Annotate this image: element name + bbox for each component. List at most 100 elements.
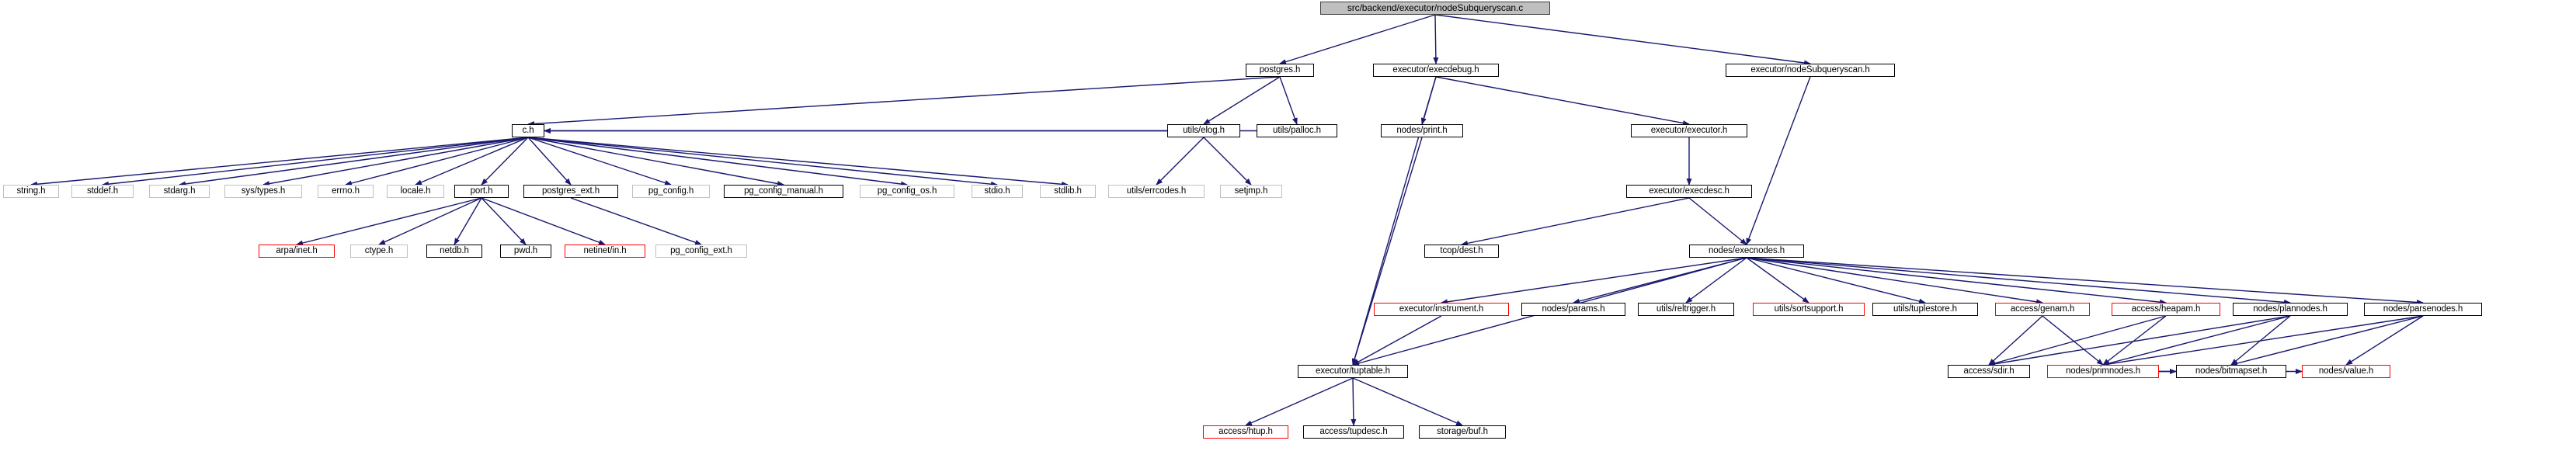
graph-node-executor-tuptable-h[interactable]: executor/tuptable.h [1298, 365, 1408, 378]
graph-node-utils-elog-h[interactable]: utils/elog.h [1167, 124, 1240, 137]
graph-edge [1988, 315, 2291, 367]
graph-edge [1988, 315, 2043, 366]
graph-node-sys-types-h[interactable]: sys/types.h [224, 185, 302, 198]
graph-node-nodes-print-h[interactable]: nodes/print.h [1381, 124, 1463, 137]
graph-edge [2102, 315, 2291, 366]
graph-node-port-h[interactable]: port.h [454, 185, 509, 198]
graph-edge [527, 137, 998, 187]
graph-edge [1351, 137, 1423, 366]
graph-node-nodes-plannodes-h[interactable]: nodes/plannodes.h [2233, 303, 2348, 316]
graph-node-arpa-inet-h[interactable]: arpa/inet.h [259, 245, 335, 258]
graph-edge [262, 137, 529, 187]
graph-edge [1441, 257, 1747, 305]
graph-edge [2102, 315, 2424, 367]
graph-edge [1279, 76, 1298, 125]
graph-node-nodes-parsenodes-h[interactable]: nodes/parsenodes.h [2364, 303, 2482, 316]
graph-node-executor-instrument-h[interactable]: executor/instrument.h [1374, 303, 1509, 316]
graph-edge [378, 197, 482, 245]
graph-node-tcop-dest-h[interactable]: tcop/dest.h [1424, 245, 1499, 258]
graph-node-executor-execdebug-h[interactable]: executor/execdebug.h [1373, 64, 1499, 77]
graph-node-string-h[interactable]: string.h [3, 185, 59, 198]
graph-edge [527, 137, 784, 186]
graph-edge [1988, 315, 2167, 366]
graph-node-stddef-h[interactable]: stddef.h [71, 185, 134, 198]
graph-node-pg-config-manual-h[interactable]: pg_config_manual.h [724, 185, 843, 198]
graph-node-netdb-h[interactable]: netdb.h [426, 245, 482, 258]
graph-node-src-backend-executor-nodesubqueryscan-c[interactable]: src/backend/executor/nodeSubqueryscan.c [1320, 2, 1550, 15]
graph-edge [1352, 315, 1442, 366]
graph-node-stdlib-h[interactable]: stdlib.h [1040, 185, 1096, 198]
graph-node-nodes-execnodes-h[interactable]: nodes/execnodes.h [1689, 245, 1804, 258]
graph-node-utils-reltrigger-h[interactable]: utils/reltrigger.h [1638, 303, 1734, 316]
graph-node-netinet-in-h[interactable]: netinet/in.h [565, 245, 645, 258]
graph-edge [1746, 257, 2167, 305]
graph-node-access-sdir-h[interactable]: access/sdir.h [1948, 365, 2030, 378]
graph-edge [1351, 377, 1357, 426]
graph-edge [179, 137, 529, 187]
graph-edge [2042, 315, 2104, 366]
graph-edge [570, 197, 702, 245]
graph-edge [527, 137, 672, 186]
graph-node-setjmp-h[interactable]: setjmp.h [1220, 185, 1282, 198]
graph-node-utils-errcodes-h[interactable]: utils/errcodes.h [1108, 185, 1205, 198]
graph-edge [1746, 257, 2424, 305]
graph-node-nodes-params-h[interactable]: nodes/params.h [1521, 303, 1625, 316]
graph-node-utils-sortsupport-h[interactable]: utils/sortsupport.h [1753, 303, 1865, 316]
graph-node-access-htup-h[interactable]: access/htup.h [1203, 425, 1288, 439]
graph-node-access-genam-h[interactable]: access/genam.h [1995, 303, 2090, 316]
graph-edge [1746, 76, 1811, 245]
graph-node-stdio-h[interactable]: stdio.h [972, 185, 1023, 198]
graph-node-pg-config-ext-h[interactable]: pg_config_ext.h [655, 245, 747, 258]
graph-node-postgres-ext-h[interactable]: postgres_ext.h [523, 185, 618, 198]
graph-edge [1746, 257, 1926, 304]
graph-node-access-tupdesc-h[interactable]: access/tupdesc.h [1303, 425, 1404, 439]
graph-node-storage-buf-h[interactable]: storage/buf.h [1419, 425, 1506, 439]
graph-edge [1351, 76, 1437, 366]
graph-node-pg-config-os-h[interactable]: pg_config_os.h [860, 185, 954, 198]
graph-node-ctype-h[interactable]: ctype.h [350, 245, 408, 258]
graph-node-stdarg-h[interactable]: stdarg.h [149, 185, 210, 198]
graph-node-pg-config-h[interactable]: pg_config.h [632, 185, 710, 198]
graph-edge [2230, 315, 2424, 366]
graph-edge [1156, 137, 1205, 186]
graph-edge [1434, 14, 1811, 66]
graph-edge [296, 197, 482, 246]
graph-node-pwd-h[interactable]: pwd.h [500, 245, 551, 258]
graph-edge [30, 137, 529, 187]
graph-node-errno-h[interactable]: errno.h [318, 185, 374, 198]
graph-node-nodes-primnodes-h[interactable]: nodes/primnodes.h [2047, 365, 2159, 378]
graph-edge [454, 197, 482, 245]
graph-edge [415, 137, 529, 186]
graph-edge [1746, 257, 2291, 305]
graph-node-locale-h[interactable]: locale.h [387, 185, 444, 198]
graph-node-utils-palloc-h[interactable]: utils/palloc.h [1257, 124, 1337, 137]
graph-node-utils-tuplestore-h[interactable]: utils/tuplestore.h [1872, 303, 1978, 316]
graph-edge [481, 197, 527, 245]
graph-edge [527, 137, 1069, 187]
graph-node-executor-execdesc-h[interactable]: executor/execdesc.h [1626, 185, 1752, 198]
graph-node-executor-nodesubqueryscan-h[interactable]: executor/nodeSubqueryscan.h [1726, 64, 1895, 77]
graph-edge [1245, 377, 1354, 426]
graph-edge [102, 137, 529, 187]
graph-edge [527, 76, 1281, 127]
graph-edge [481, 197, 606, 245]
graph-edge [1746, 257, 1809, 304]
graph-edge [527, 137, 908, 187]
graph-node-c-h[interactable]: c.h [512, 124, 544, 137]
graph-edge [527, 137, 572, 186]
graph-edge [1435, 76, 1690, 126]
graph-node-nodes-bitmapset-h[interactable]: nodes/bitmapset.h [2176, 365, 2286, 378]
graph-edge [1352, 377, 1463, 426]
graph-edge [2345, 315, 2424, 366]
graph-edge [1688, 197, 1747, 245]
graph-node-nodes-value-h[interactable]: nodes/value.h [2302, 365, 2390, 378]
graph-edge [481, 137, 529, 186]
graph-edge [1746, 257, 2043, 305]
graph-edge [1685, 257, 1747, 304]
graph-node-access-heapam-h[interactable]: access/heapam.h [2112, 303, 2220, 316]
graph-edge [1279, 14, 1436, 64]
graph-node-executor-executor-h[interactable]: executor/executor.h [1631, 124, 1747, 137]
graph-node-postgres-h[interactable]: postgres.h [1246, 64, 1314, 77]
